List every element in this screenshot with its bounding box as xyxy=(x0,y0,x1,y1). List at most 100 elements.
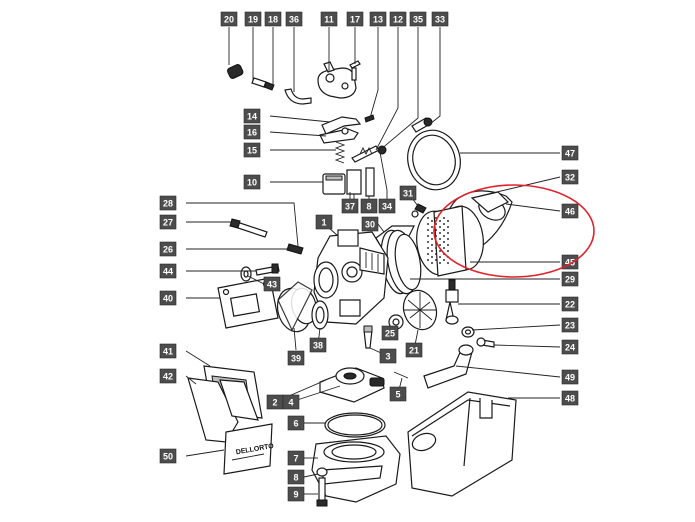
callout-40: 40 xyxy=(159,290,177,306)
callout-box xyxy=(561,271,579,287)
callout-number: 23 xyxy=(565,321,575,331)
callout-box xyxy=(287,350,305,366)
callout-number: 6 xyxy=(293,419,298,429)
callout-number: 22 xyxy=(565,300,575,310)
callout-number: 25 xyxy=(385,329,395,339)
callout-box xyxy=(159,448,177,464)
callout-28: 28 xyxy=(159,195,177,211)
callout-number: 20 xyxy=(224,15,234,25)
callout-box xyxy=(389,11,407,27)
callout-50: 50 xyxy=(159,448,177,464)
part-49-elbow-hose xyxy=(423,344,474,389)
callout-number: 3 xyxy=(385,352,390,362)
callout-41: 41 xyxy=(159,343,177,359)
callout-number: 8 xyxy=(366,202,371,212)
callout-48: 48 xyxy=(561,390,579,406)
callout-32: 32 xyxy=(561,169,579,185)
callout-number: 41 xyxy=(163,347,173,357)
callout-box xyxy=(159,368,177,384)
callout-24: 24 xyxy=(561,339,579,355)
callout-8a: 8 xyxy=(360,198,378,214)
callout-number: 38 xyxy=(313,341,323,351)
part-39-rubber-tube xyxy=(276,281,318,333)
callout-box xyxy=(561,145,579,161)
callout-number: 10 xyxy=(247,178,257,188)
callout-box xyxy=(282,394,300,410)
callout-36: 36 xyxy=(285,11,303,27)
part-35-adjust-screw xyxy=(351,145,387,163)
part-48-air-box xyxy=(407,391,517,497)
callout-21: 21 xyxy=(405,342,423,358)
callout-box xyxy=(360,198,378,214)
part-11-top-cover xyxy=(317,61,357,99)
callout-number: 35 xyxy=(413,15,423,25)
part-20-cap xyxy=(227,63,244,79)
callout-number: 37 xyxy=(345,202,355,212)
callout-number: 5 xyxy=(395,390,400,400)
part-44-bolt xyxy=(255,263,280,276)
callout-box xyxy=(320,11,338,27)
callout-box xyxy=(159,214,177,230)
callout-number: 36 xyxy=(289,15,299,25)
callout-box xyxy=(378,198,396,214)
callout-7: 7 xyxy=(287,450,305,466)
callout-number: 18 xyxy=(268,15,278,25)
callout-number: 4 xyxy=(288,398,293,408)
part-6-gasket xyxy=(324,412,386,438)
callout-number: 47 xyxy=(565,149,575,159)
callout-2: 2 xyxy=(266,394,284,410)
callout-number: 28 xyxy=(163,199,173,209)
callout-box xyxy=(287,415,305,431)
callout-14: 14 xyxy=(243,108,261,124)
callout-number: 19 xyxy=(248,15,258,25)
callout-34: 34 xyxy=(378,198,396,214)
callout-39: 39 xyxy=(287,350,305,366)
callout-10: 10 xyxy=(243,174,261,190)
callout-1: 1 xyxy=(315,214,333,230)
part-23-washer xyxy=(461,326,475,338)
callout-box xyxy=(159,290,177,306)
part-13-screw xyxy=(364,114,375,123)
callout-number: 34 xyxy=(382,202,392,212)
callout-box xyxy=(264,11,282,27)
callout-number: 12 xyxy=(393,15,403,25)
callout-number: 14 xyxy=(247,112,257,122)
callout-18: 18 xyxy=(264,11,282,27)
callout-box xyxy=(561,339,579,355)
callout-box xyxy=(220,11,238,27)
part-27-screw xyxy=(229,218,268,238)
callout-box xyxy=(243,124,261,140)
callout-number: 32 xyxy=(565,173,575,183)
callout-number: 2 xyxy=(272,398,277,408)
callout-number: 33 xyxy=(435,15,445,25)
callout-47: 47 xyxy=(561,145,579,161)
callout-number: 1 xyxy=(321,218,326,228)
callout-box xyxy=(561,203,579,219)
callout-number: 29 xyxy=(565,275,575,285)
callout-43: 43 xyxy=(263,276,281,292)
callout-box xyxy=(405,342,423,358)
callout-31: 31 xyxy=(399,185,417,201)
highlight-ellipse xyxy=(433,184,595,278)
part-43-washer xyxy=(240,266,252,282)
callout-20: 20 xyxy=(220,11,238,27)
callout-3: 3 xyxy=(379,348,397,364)
callout-15: 15 xyxy=(243,142,261,158)
callout-number: 15 xyxy=(247,146,257,156)
callout-number: 43 xyxy=(267,280,277,290)
callout-box xyxy=(399,185,417,201)
callout-number: 16 xyxy=(247,128,257,138)
leader-lines xyxy=(185,27,561,495)
callout-box xyxy=(243,142,261,158)
callout-46a: 46 xyxy=(561,203,579,219)
part-10-block xyxy=(322,173,346,195)
callout-box xyxy=(361,216,379,232)
callout-4: 4 xyxy=(282,394,300,410)
callout-box xyxy=(409,11,427,27)
part-21-jet-disc xyxy=(402,289,438,331)
callout-box xyxy=(369,11,387,27)
callout-box xyxy=(431,11,449,27)
part-8-washer xyxy=(316,467,328,477)
